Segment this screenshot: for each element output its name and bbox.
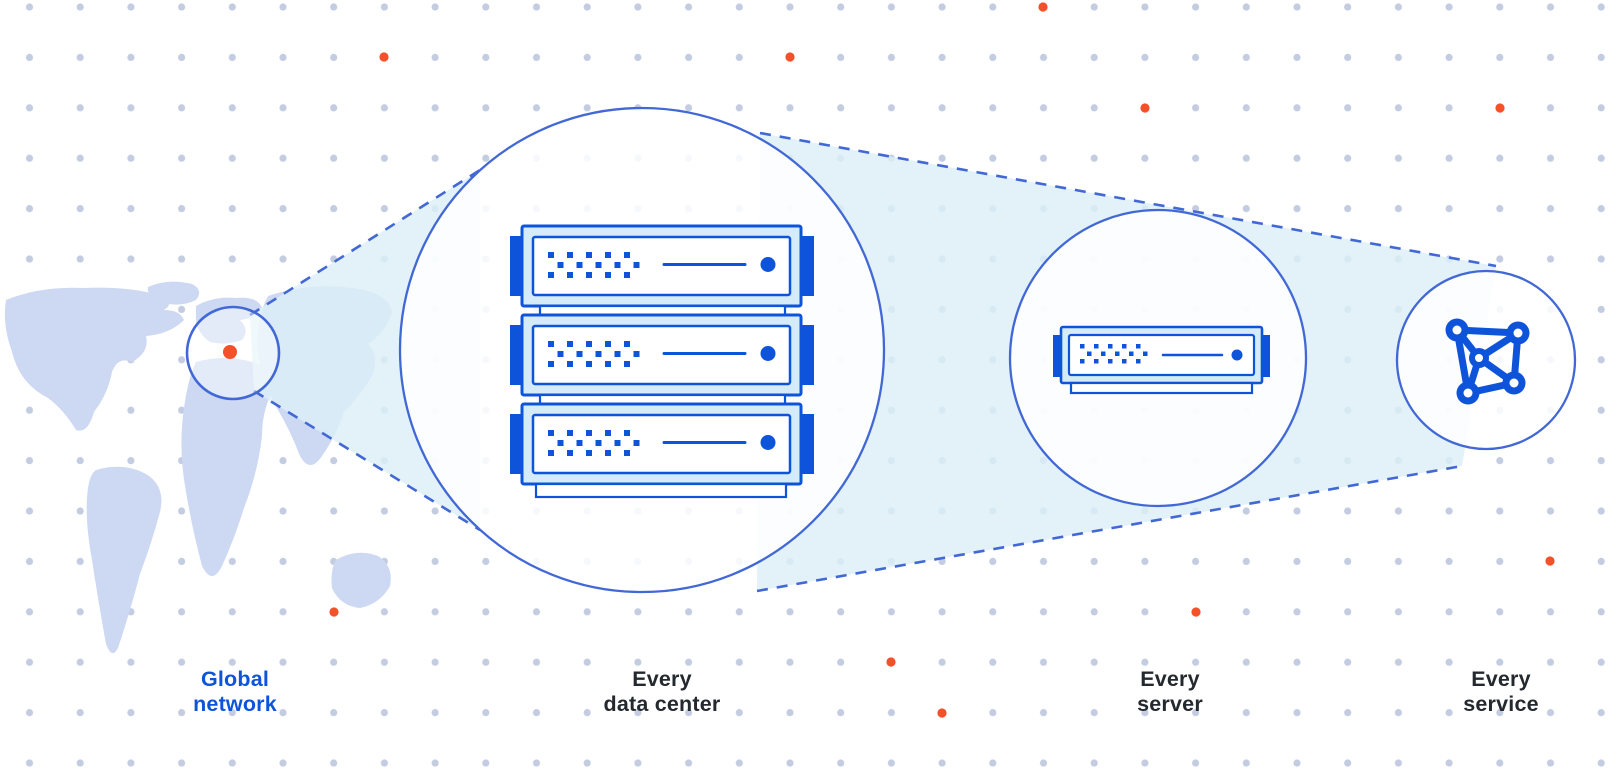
- accent-dot: [329, 607, 339, 617]
- label-every-service: Every service: [1463, 667, 1539, 717]
- server-indicator-dot: [1231, 349, 1243, 361]
- server-front-panel: [1067, 333, 1256, 377]
- accent-dot: [937, 708, 947, 718]
- beam-edge-top-right: [759, 131, 1497, 268]
- accent-dot: [1495, 103, 1505, 113]
- accent-dot: [379, 52, 389, 62]
- world-map-icon: [4, 281, 392, 654]
- rack-ear-left: [1053, 335, 1062, 377]
- location-marker-icon: [223, 345, 237, 359]
- label-line: Global: [200, 667, 270, 691]
- label-line: network: [193, 692, 277, 716]
- label-line: Every: [632, 667, 692, 691]
- beam-edge-top-left: [249, 168, 481, 317]
- label-line: service: [1463, 692, 1539, 716]
- server-rack-icon: [508, 224, 816, 499]
- accent-dot: [1191, 607, 1201, 617]
- accent-dot: [785, 52, 795, 62]
- rack-ear-right: [1261, 335, 1270, 377]
- label-line: Every: [1471, 667, 1531, 691]
- network-spokes: [1454, 327, 1520, 395]
- label-every-data-center: Every data center: [604, 667, 721, 717]
- network-graph-icon: [1445, 318, 1530, 405]
- rack-tray: [1069, 381, 1254, 395]
- accent-dot: [1545, 556, 1555, 566]
- label-line: Every: [1140, 667, 1200, 691]
- server-unit-icon: [1053, 325, 1270, 395]
- beam-edge-bottom-left: [253, 389, 481, 532]
- accent-dots: [329, 2, 1555, 718]
- accent-dot: [886, 657, 896, 667]
- label-line: data center: [603, 692, 721, 716]
- rack-base: [534, 482, 788, 499]
- label-line: server: [1137, 692, 1203, 716]
- network-nodes: [1445, 318, 1530, 405]
- accent-dot: [1038, 2, 1048, 12]
- accent-dot: [1140, 103, 1150, 113]
- label-global-network: Global network: [193, 667, 277, 717]
- label-every-server: Every server: [1137, 667, 1203, 717]
